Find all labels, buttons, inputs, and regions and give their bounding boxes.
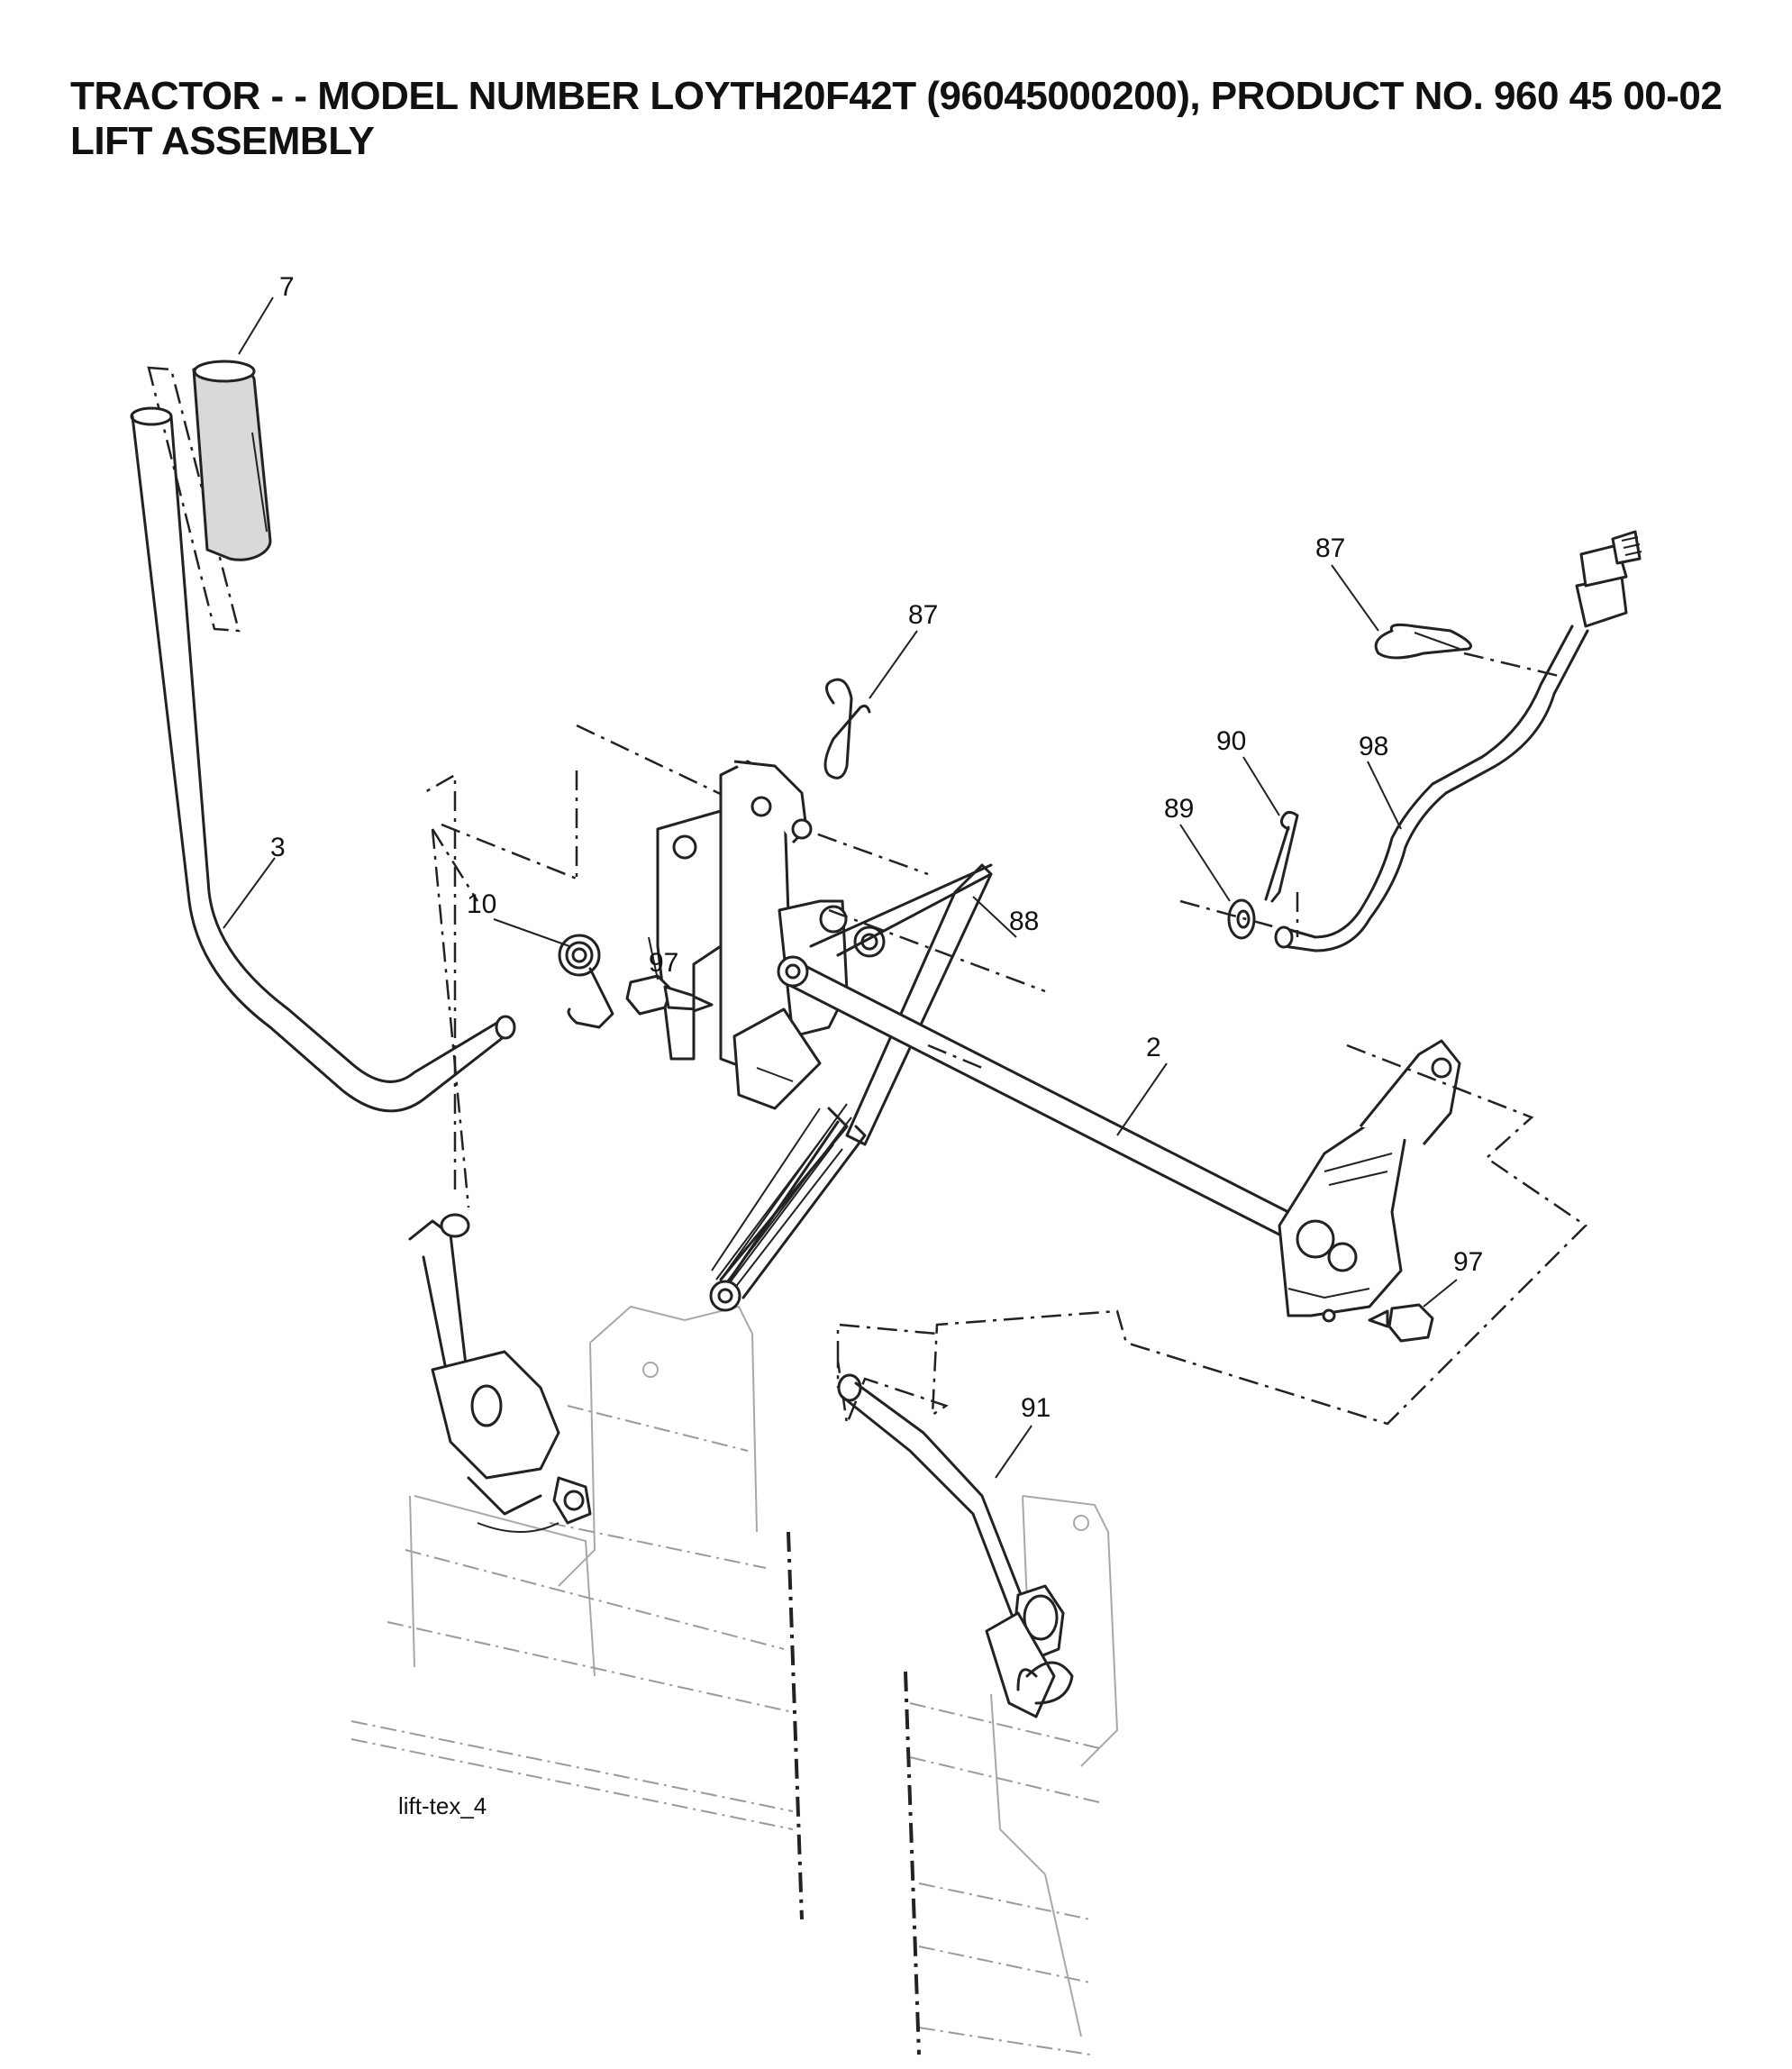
callout-87-right: 87 [1315, 533, 1345, 563]
figure-id: lift-tex_4 [398, 1792, 487, 1819]
part-89-washer [1179, 898, 1280, 940]
part-90-cotter-pin [1264, 811, 1299, 937]
part-2-cross-shaft [777, 908, 1290, 1236]
part-10-spring [558, 934, 614, 1029]
lever-pivot-line [431, 828, 470, 1208]
left-lift-arm [408, 1213, 592, 1533]
chassis-ghost [350, 1305, 1119, 2055]
lever-link-line [423, 772, 457, 1189]
callouts: 7 3 87 87 10 97 88 90 89 98 2 97 91 [270, 272, 1483, 1423]
callout-7: 7 [279, 272, 295, 302]
callout-89: 89 [1164, 794, 1194, 824]
section-lines [787, 1531, 921, 2055]
part-87-hairpin-right [1374, 623, 1560, 678]
callout-88: 88 [1009, 907, 1039, 936]
callout-2: 2 [1146, 1033, 1161, 1062]
callout-97-right: 97 [1453, 1247, 1483, 1277]
part-88-spring-link [709, 863, 993, 1312]
callout-97-left: 97 [649, 948, 678, 978]
callout-87-left: 87 [908, 600, 938, 630]
callout-90: 90 [1216, 726, 1246, 756]
part-87-hairpin-left [823, 678, 871, 779]
leader-lines [223, 296, 1458, 1479]
callout-91: 91 [1021, 1393, 1051, 1423]
extension-spring [709, 1103, 867, 1312]
right-lift-arm [1278, 1039, 1461, 1323]
part-91-lift-link [836, 1323, 1074, 1718]
page-title: TRACTOR - - MODEL NUMBER LOYTH20F42T (96… [70, 74, 1723, 164]
title-line-assembly: LIFT ASSEMBLY [70, 119, 375, 163]
part-97-bolt-right [1368, 1303, 1434, 1343]
part-7-handle-grip [147, 360, 272, 633]
lift-bracket-left [431, 724, 929, 1110]
part-98-adjust-rod [1274, 530, 1642, 952]
callout-98: 98 [1359, 732, 1388, 761]
deck-outline-right [836, 1044, 1587, 1428]
part-3-lift-lever [130, 406, 516, 1113]
title-line-model: TRACTOR - - MODEL NUMBER LOYTH20F42T (96… [70, 74, 1723, 118]
callout-10: 10 [467, 889, 496, 919]
callout-3: 3 [270, 833, 286, 862]
